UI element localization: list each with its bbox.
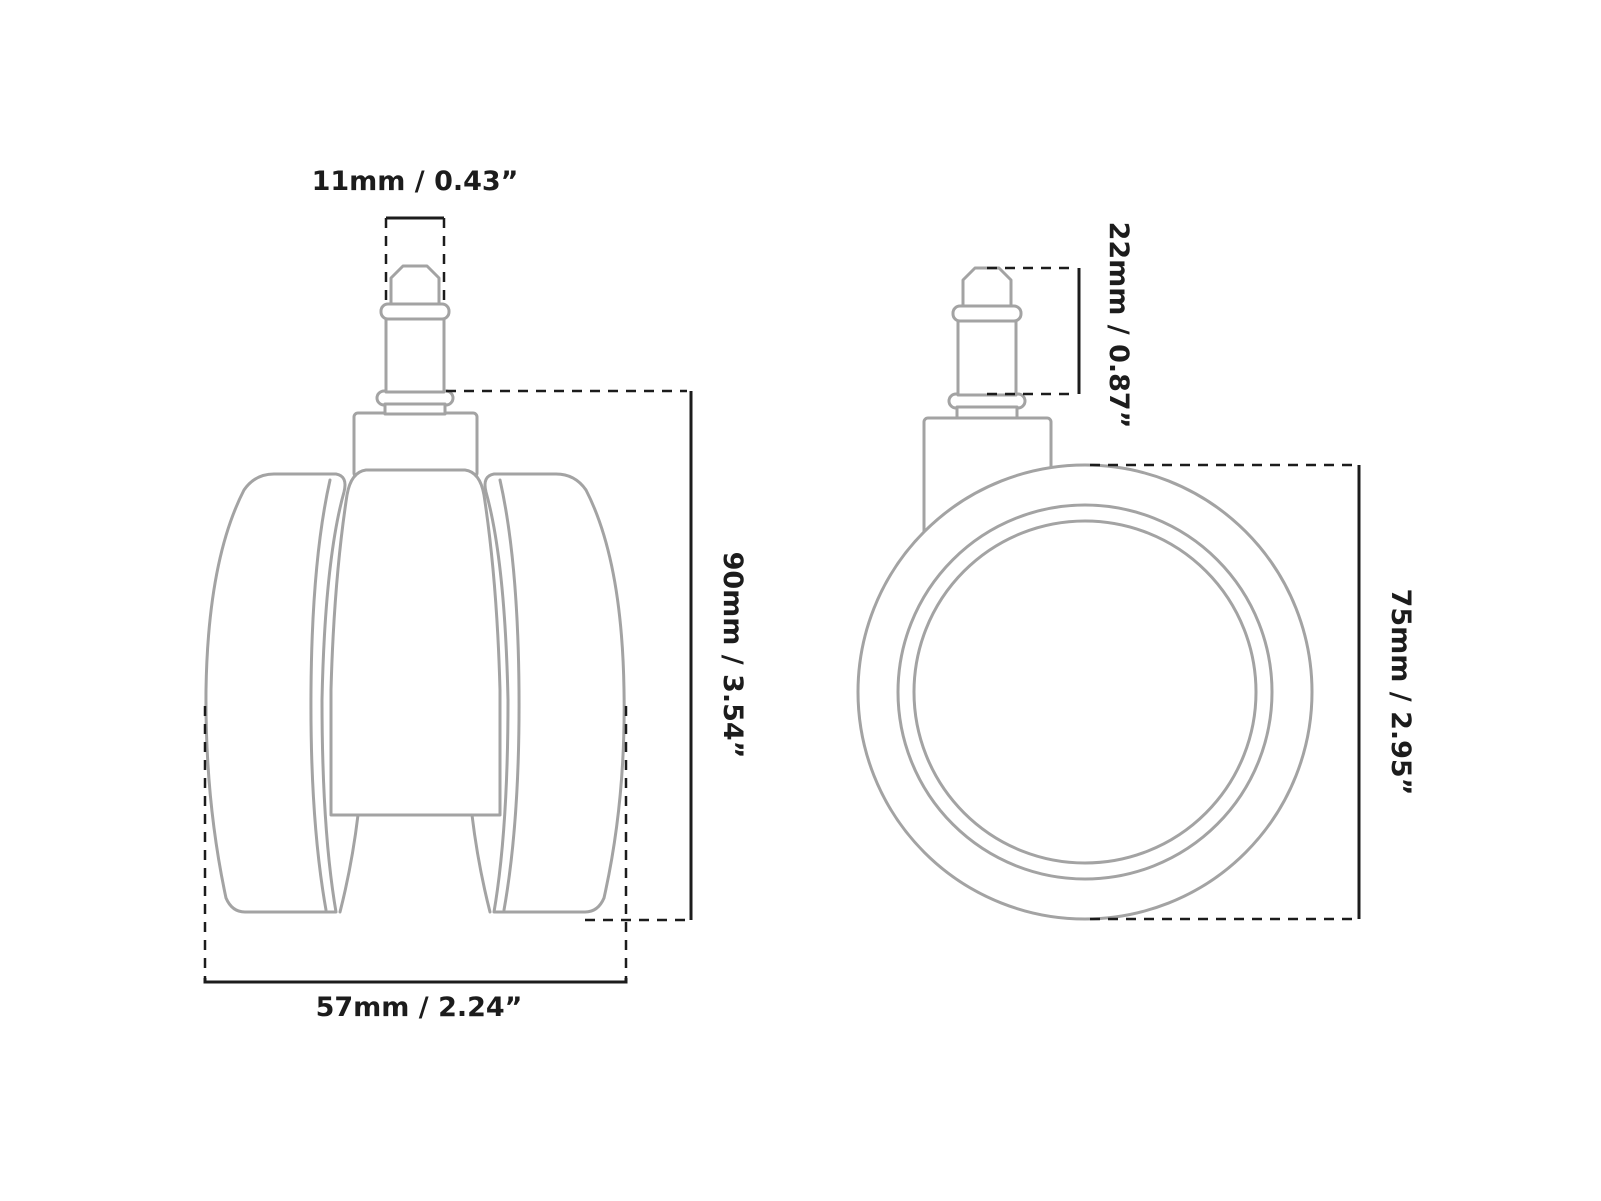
front-right-wheel-inner-edge: [498, 478, 521, 912]
side-stem-tip: [961, 266, 1013, 308]
side-wheel-outer: [856, 463, 1314, 921]
front-width-dimension-line: [203, 978, 628, 984]
side-stem-base: [955, 405, 1019, 420]
front-stem-width-label: 11mm / 0.43”: [312, 166, 519, 197]
side-diameter-label: 75mm / 2.95”: [1385, 589, 1416, 796]
front-height-label: 90mm / 3.54”: [717, 552, 748, 759]
front-stem-upper-ring: [379, 302, 451, 321]
side-view: 22mm / 0.87” 75mm / 2.95”: [856, 222, 1416, 921]
front-stem-shaft: [384, 316, 446, 394]
side-stem-upper-ring: [951, 304, 1023, 323]
side-stem-length-label: 22mm / 0.87”: [1103, 222, 1134, 429]
front-view: 11mm / 0.43” 90mm / 3.54” 57mm / 2.24”: [203, 166, 748, 1023]
front-right-wheel: [483, 472, 626, 914]
front-fork-body: [329, 468, 502, 817]
side-stem-shaft: [956, 318, 1018, 397]
front-fork-leg-right: [470, 813, 492, 914]
front-fork-top: [352, 411, 479, 479]
front-stem-base: [383, 402, 447, 416]
front-left-wheel: [204, 472, 347, 914]
front-width-label: 57mm / 2.24”: [316, 992, 523, 1023]
front-left-wheel-inner-edge: [309, 478, 332, 912]
side-wheel-hub-inner: [912, 519, 1258, 865]
front-stem-tip: [389, 264, 441, 306]
side-wheel-hub-ring: [896, 503, 1274, 881]
front-fork-leg-left: [338, 813, 360, 914]
